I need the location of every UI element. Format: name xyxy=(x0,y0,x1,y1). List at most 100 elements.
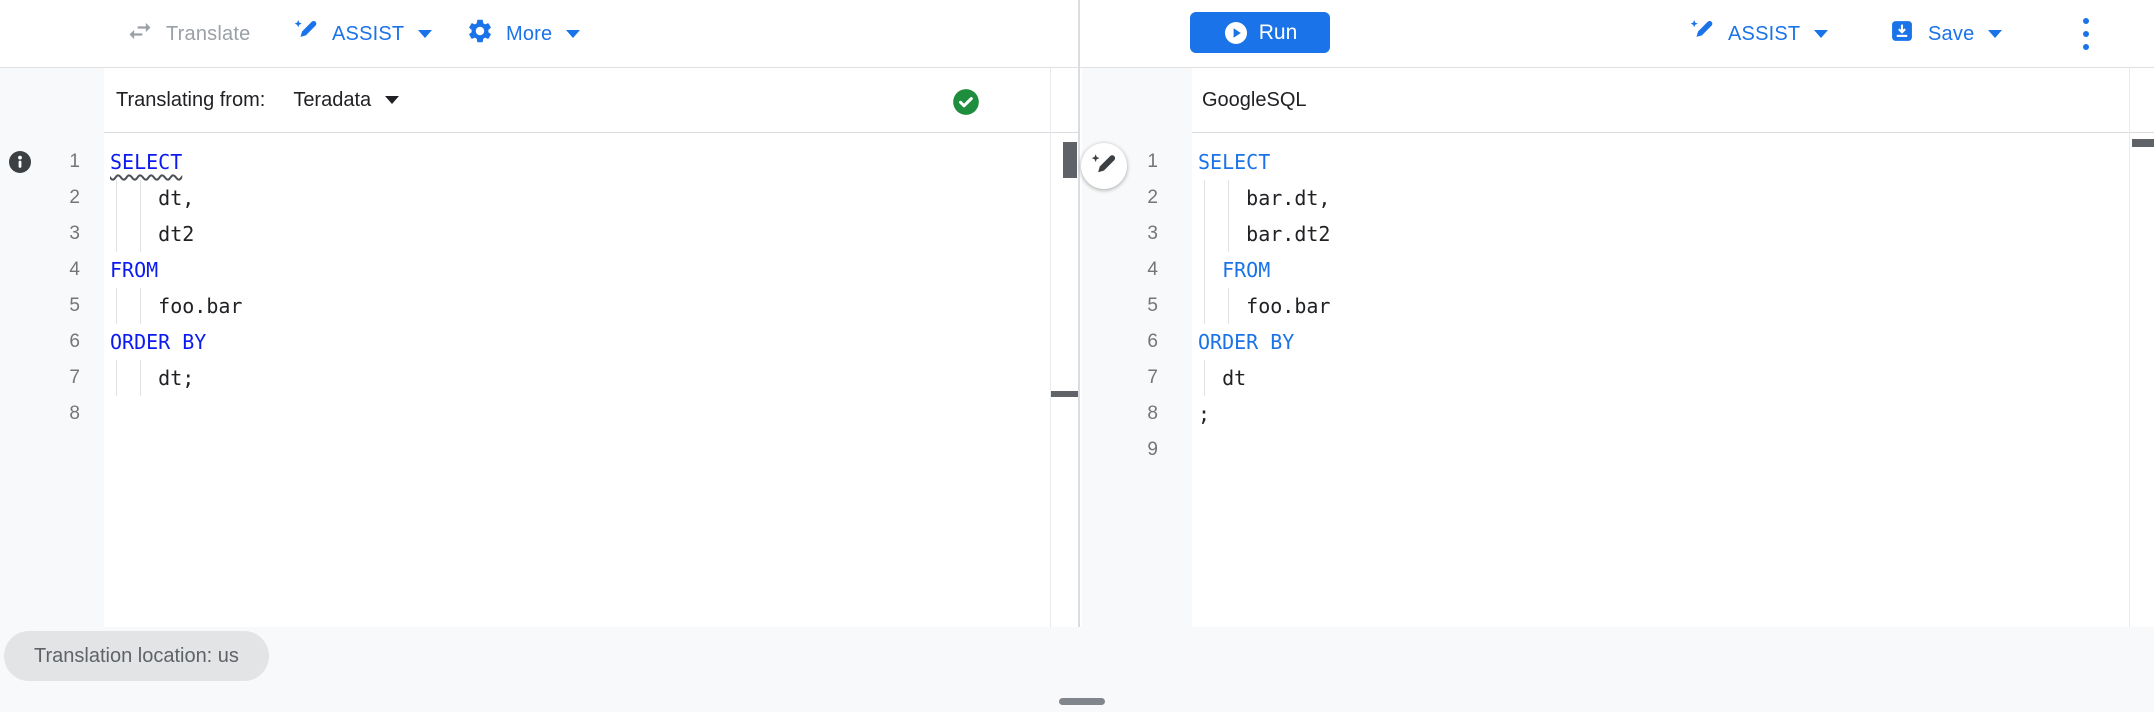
indent-guide xyxy=(1204,252,1205,288)
kebab-dot xyxy=(2083,44,2089,50)
code-token xyxy=(1198,258,1222,282)
line-number: 8 xyxy=(1147,403,1158,424)
magic-pen-icon xyxy=(292,17,320,51)
code-token: foo.bar xyxy=(1198,294,1331,318)
code-token: bar.dt, xyxy=(1198,186,1331,210)
indent-guide xyxy=(116,216,117,252)
keyword-token: FROM xyxy=(1222,258,1271,282)
code-line: ORDER BY xyxy=(1198,324,2132,360)
target-scrollbar-track xyxy=(2129,68,2130,627)
source-pane-header: Translating from: Teradata xyxy=(104,68,1078,133)
line-number: 6 xyxy=(69,331,80,352)
magic-pen-icon xyxy=(1089,151,1119,181)
source-scrollbar-track xyxy=(1050,68,1051,627)
assist-button-label: ASSIST xyxy=(332,22,405,45)
code-token: dt, xyxy=(110,186,195,210)
source-vertical-scrollbar-thumb[interactable] xyxy=(1063,142,1077,178)
line-number: 7 xyxy=(1147,367,1158,388)
more-button-label: More xyxy=(506,22,553,45)
indent-guide xyxy=(140,360,142,396)
chevron-down-icon xyxy=(1988,30,2003,38)
indent-guide xyxy=(116,288,117,324)
translation-location-label: Translation location: us xyxy=(34,644,239,667)
line-number: 8 xyxy=(69,403,80,424)
save-icon xyxy=(1888,17,1916,51)
line-number: 2 xyxy=(1147,187,1158,208)
assist-button-right[interactable]: ASSIST xyxy=(1688,0,1829,68)
target-dialect-label: GoogleSQL xyxy=(1202,88,1307,111)
code-line xyxy=(110,396,1050,432)
code-token: dt; xyxy=(110,366,195,390)
code-token: ; xyxy=(1198,402,1211,426)
line-number: 7 xyxy=(69,367,80,388)
indent-guide xyxy=(140,180,142,216)
code-token: foo.bar xyxy=(110,294,243,318)
indent-guide xyxy=(116,180,117,216)
save-button-label: Save xyxy=(1928,22,1975,45)
source-dialect-value: Teradata xyxy=(293,88,372,111)
magic-pen-icon xyxy=(1688,17,1716,51)
source-dialect-select[interactable]: Teradata xyxy=(287,88,405,113)
code-line: dt; xyxy=(110,360,1050,396)
code-line: bar.dt, xyxy=(1198,180,2132,216)
indent-guide xyxy=(1228,288,1230,324)
save-button[interactable]: Save xyxy=(1888,0,2003,68)
assist-button[interactable]: ASSIST xyxy=(292,0,433,68)
keyword-token: SELECT xyxy=(110,150,183,174)
footer-bar: Translation location: us xyxy=(0,627,2154,712)
translation-location-chip: Translation location: us xyxy=(4,631,269,681)
source-line-numbers: 1 2 3 4 5 6 7 8 xyxy=(0,133,104,432)
code-line: dt2 xyxy=(110,216,1050,252)
code-line: foo.bar xyxy=(1198,288,2132,324)
indent-guide xyxy=(116,360,117,396)
more-button[interactable]: More xyxy=(466,0,581,68)
panel-resize-grip[interactable] xyxy=(1059,698,1105,705)
code-line: FROM xyxy=(1198,252,2132,288)
chevron-down-icon xyxy=(418,30,433,38)
translate-button[interactable]: Translate xyxy=(126,0,250,68)
inline-assist-button[interactable] xyxy=(1081,143,1127,189)
line-number: 9 xyxy=(1147,439,1158,460)
run-button-label: Run xyxy=(1258,20,1298,44)
source-horizontal-scrollbar-thumb[interactable] xyxy=(1051,391,1078,397)
indent-guide xyxy=(1204,360,1205,396)
code-line xyxy=(1198,432,2132,468)
code-line: SELECT xyxy=(1198,144,2132,180)
indent-guide xyxy=(1204,216,1205,252)
line-number: 5 xyxy=(69,295,80,316)
code-line: bar.dt2 xyxy=(1198,216,2132,252)
toolbar: Translate ASSIST More Run xyxy=(0,0,2154,68)
code-line: dt, xyxy=(110,180,1050,216)
code-line: SELECT xyxy=(110,144,1050,180)
line-number: 1 xyxy=(69,151,80,172)
target-scrollbar-thumb[interactable] xyxy=(2132,139,2154,147)
assist-right-label: ASSIST xyxy=(1728,22,1801,45)
line-number: 4 xyxy=(69,259,80,280)
code-line: foo.bar xyxy=(110,288,1050,324)
code-line: FROM xyxy=(110,252,1050,288)
kebab-dot xyxy=(2083,31,2089,37)
info-marker-icon[interactable] xyxy=(8,150,32,174)
translation-success-icon xyxy=(952,88,980,116)
overflow-menu-button[interactable] xyxy=(2068,0,2104,68)
indent-guide xyxy=(1228,180,1230,216)
run-button[interactable]: Run xyxy=(1190,12,1330,53)
target-pane-header: GoogleSQL xyxy=(1192,68,2154,133)
indent-guide xyxy=(1204,180,1205,216)
kebab-dot xyxy=(2083,18,2089,24)
line-number: 1 xyxy=(1147,151,1158,172)
indent-guide xyxy=(1204,288,1205,324)
swap-horizontal-icon xyxy=(126,17,154,51)
line-number: 4 xyxy=(1147,259,1158,280)
line-number: 5 xyxy=(1147,295,1158,316)
code-line: ORDER BY xyxy=(110,324,1050,360)
pane-divider[interactable] xyxy=(1078,0,1080,627)
code-token: dt2 xyxy=(110,222,195,246)
code-line: dt xyxy=(1198,360,2132,396)
gear-icon xyxy=(466,17,494,51)
line-number: 3 xyxy=(69,223,80,244)
line-number: 2 xyxy=(69,187,80,208)
code-token: bar.dt2 xyxy=(1198,222,1331,246)
